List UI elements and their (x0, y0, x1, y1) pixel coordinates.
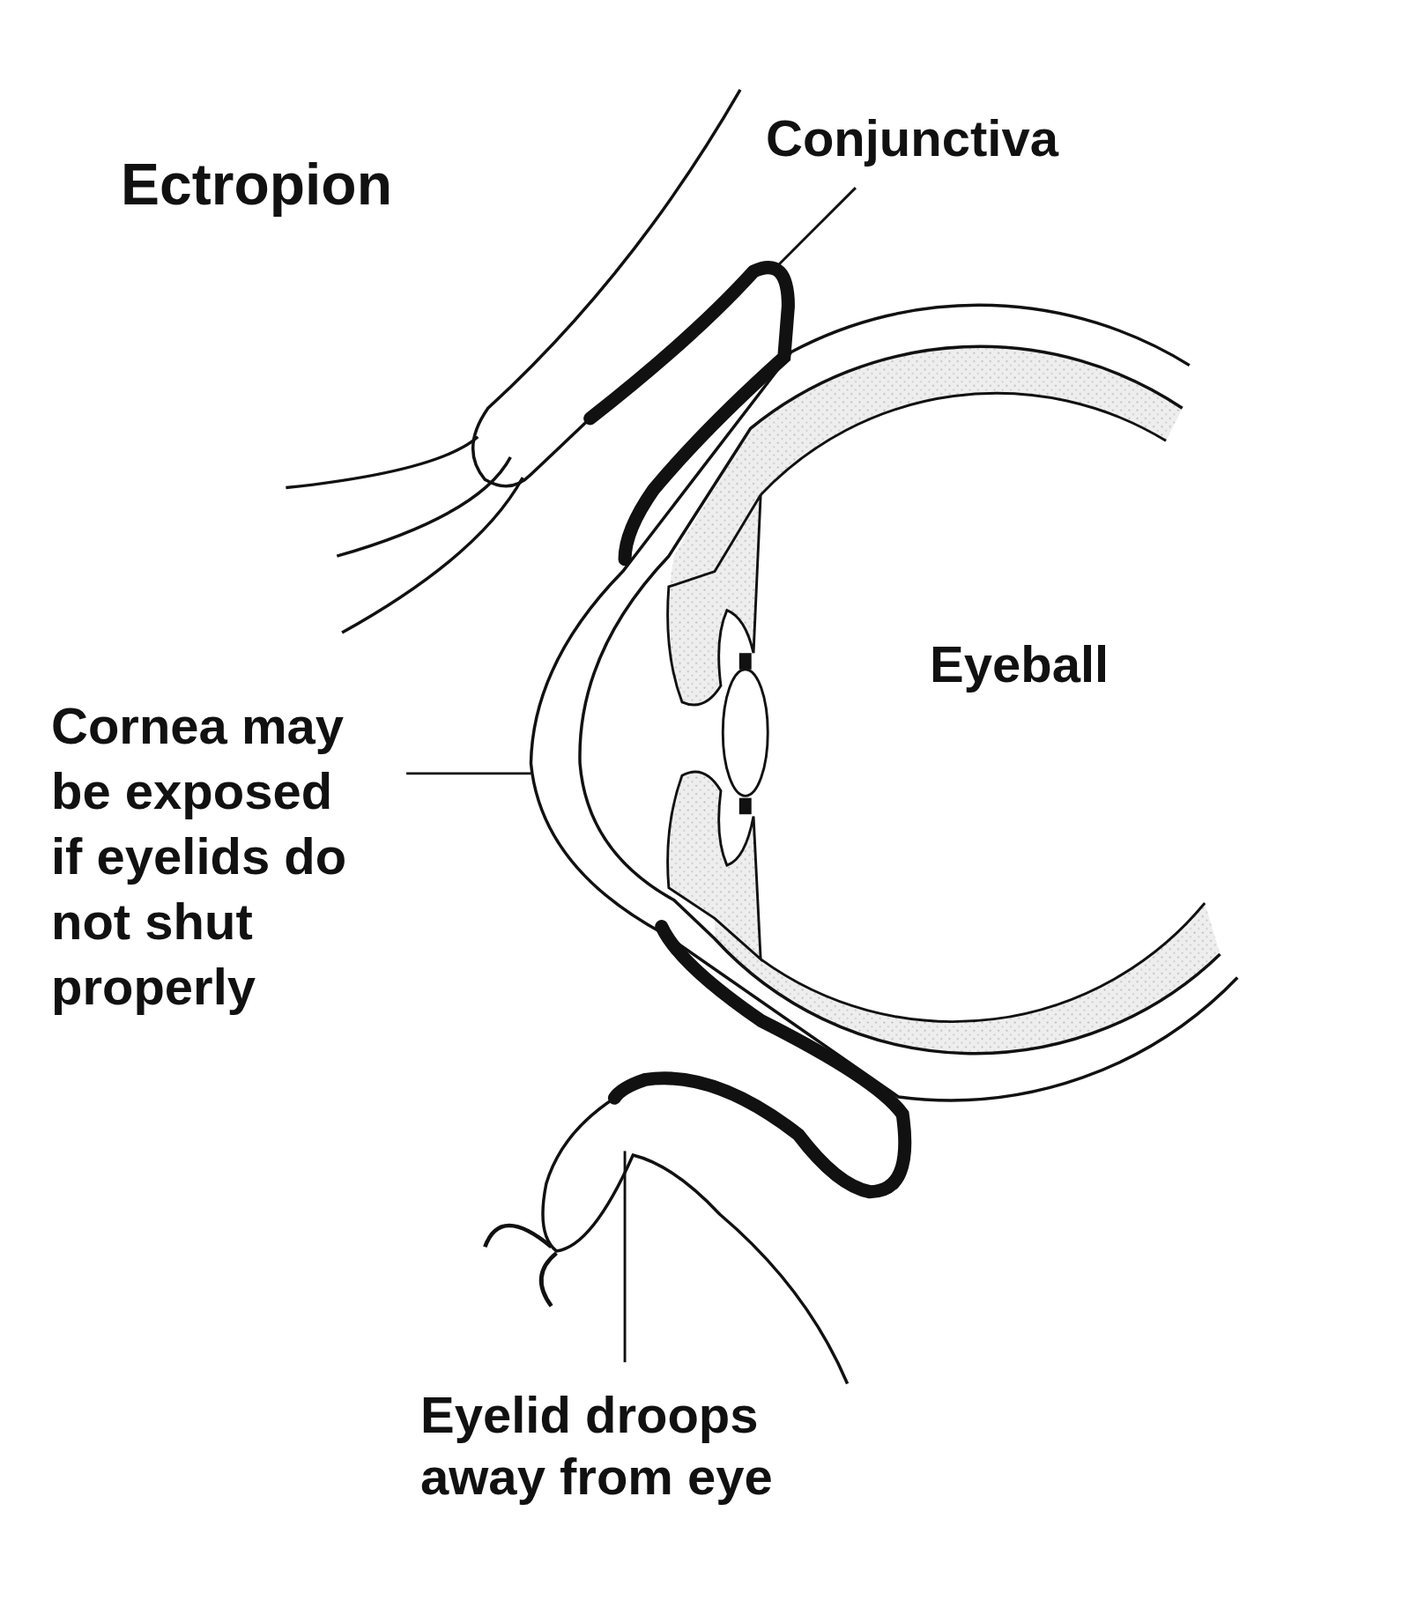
lower-eyelid (542, 1098, 848, 1384)
lens (722, 669, 768, 797)
leader-line (623, 1150, 627, 1363)
part-label: Eyeball (929, 638, 1109, 691)
retina-line (760, 903, 1205, 1023)
eyelash (336, 457, 511, 557)
diagram-title: Ectropion (120, 155, 393, 214)
retina-line (760, 393, 1166, 495)
lower-conjunctiva (614, 927, 905, 1193)
part-label: Conjunctiva (765, 112, 1059, 164)
eyelash (341, 477, 523, 633)
zonule (739, 798, 752, 816)
zonule (739, 653, 752, 670)
iris-lower (667, 771, 762, 960)
leader-line (776, 187, 856, 268)
eyelash (541, 1253, 557, 1307)
part-label: Cornea may be exposed if eyelids do not … (51, 693, 360, 1020)
eyelash (484, 1225, 551, 1247)
upper-eyelid (473, 89, 741, 487)
part-label: Eyelid droops away from eye (420, 1384, 809, 1508)
upper-conjunctiva (590, 267, 789, 560)
eyeball-outer-line (530, 304, 1238, 1101)
leader-line (406, 771, 531, 775)
eyelash (285, 437, 478, 489)
